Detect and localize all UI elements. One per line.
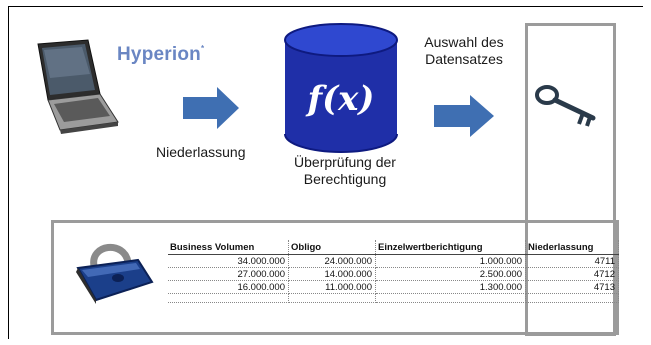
- arrow-right-icon: [183, 87, 239, 129]
- table-header-row: Business Volumen Obligo Einzelwertberich…: [168, 240, 619, 255]
- table-cell: 27.000.000: [168, 267, 289, 281]
- diagram-frame: [8, 6, 643, 339]
- table-cell-empty: [375, 293, 526, 303]
- table-cell: 34.000.000: [168, 254, 289, 268]
- berechtigung-label: Überprüfung der Berechtigung: [280, 154, 410, 188]
- column-header: Business Volumen: [168, 240, 289, 255]
- padlock-icon: [76, 243, 154, 304]
- table-cell: 14.000.000: [288, 267, 376, 281]
- formula-text: f(x): [305, 79, 374, 119]
- column-header: Einzelwertberichtigung: [375, 240, 526, 255]
- berechtigung-line2: Berechtigung: [303, 171, 387, 187]
- table-row-empty: [168, 293, 619, 303]
- table-cell: 1.300.000: [375, 280, 526, 294]
- brand-name: Hyperion: [117, 44, 201, 65]
- table-cell: 16.000.000: [168, 280, 289, 294]
- table-cell: 2.500.000: [375, 267, 526, 281]
- table-cell: 11.000.000: [288, 280, 376, 294]
- column-header: Obligo: [288, 240, 376, 255]
- table-row: 27.000.000 14.000.000 2.500.000 4712: [168, 267, 619, 281]
- table-cell-empty: [168, 293, 289, 303]
- column-header: Niederlassung: [525, 240, 619, 255]
- database-cylinder-icon: f(x): [284, 23, 398, 153]
- brand-mark: *: [200, 44, 205, 53]
- table-row: 34.000.000 24.000.000 1.000.000 4711: [168, 254, 619, 268]
- table-cell: 4713: [525, 280, 619, 294]
- niederlassung-label: Niederlassung: [156, 144, 246, 160]
- arrow-right-icon: [434, 95, 494, 137]
- berechtigung-line1: Überprüfung der: [294, 154, 396, 170]
- auswahl-label: Auswahl des Datensatzes: [408, 34, 520, 68]
- table-cell: 1.000.000: [375, 254, 526, 268]
- laptop-icon: [37, 39, 119, 134]
- table-cell-empty: [288, 293, 376, 303]
- table-cell: 4712: [525, 267, 619, 281]
- table-cell: 4711: [525, 254, 619, 268]
- table-cell-empty: [525, 293, 619, 303]
- key-icon: [535, 85, 596, 127]
- table-cell: 24.000.000: [288, 254, 376, 268]
- auswahl-line2: Datensatzes: [425, 51, 503, 67]
- hyperion-logo: Hyperion*: [117, 44, 204, 66]
- data-table: Business Volumen Obligo Einzelwertberich…: [168, 240, 619, 303]
- auswahl-line1: Auswahl des: [424, 34, 504, 50]
- table-row: 16.000.000 11.000.000 1.300.000 4713: [168, 280, 619, 294]
